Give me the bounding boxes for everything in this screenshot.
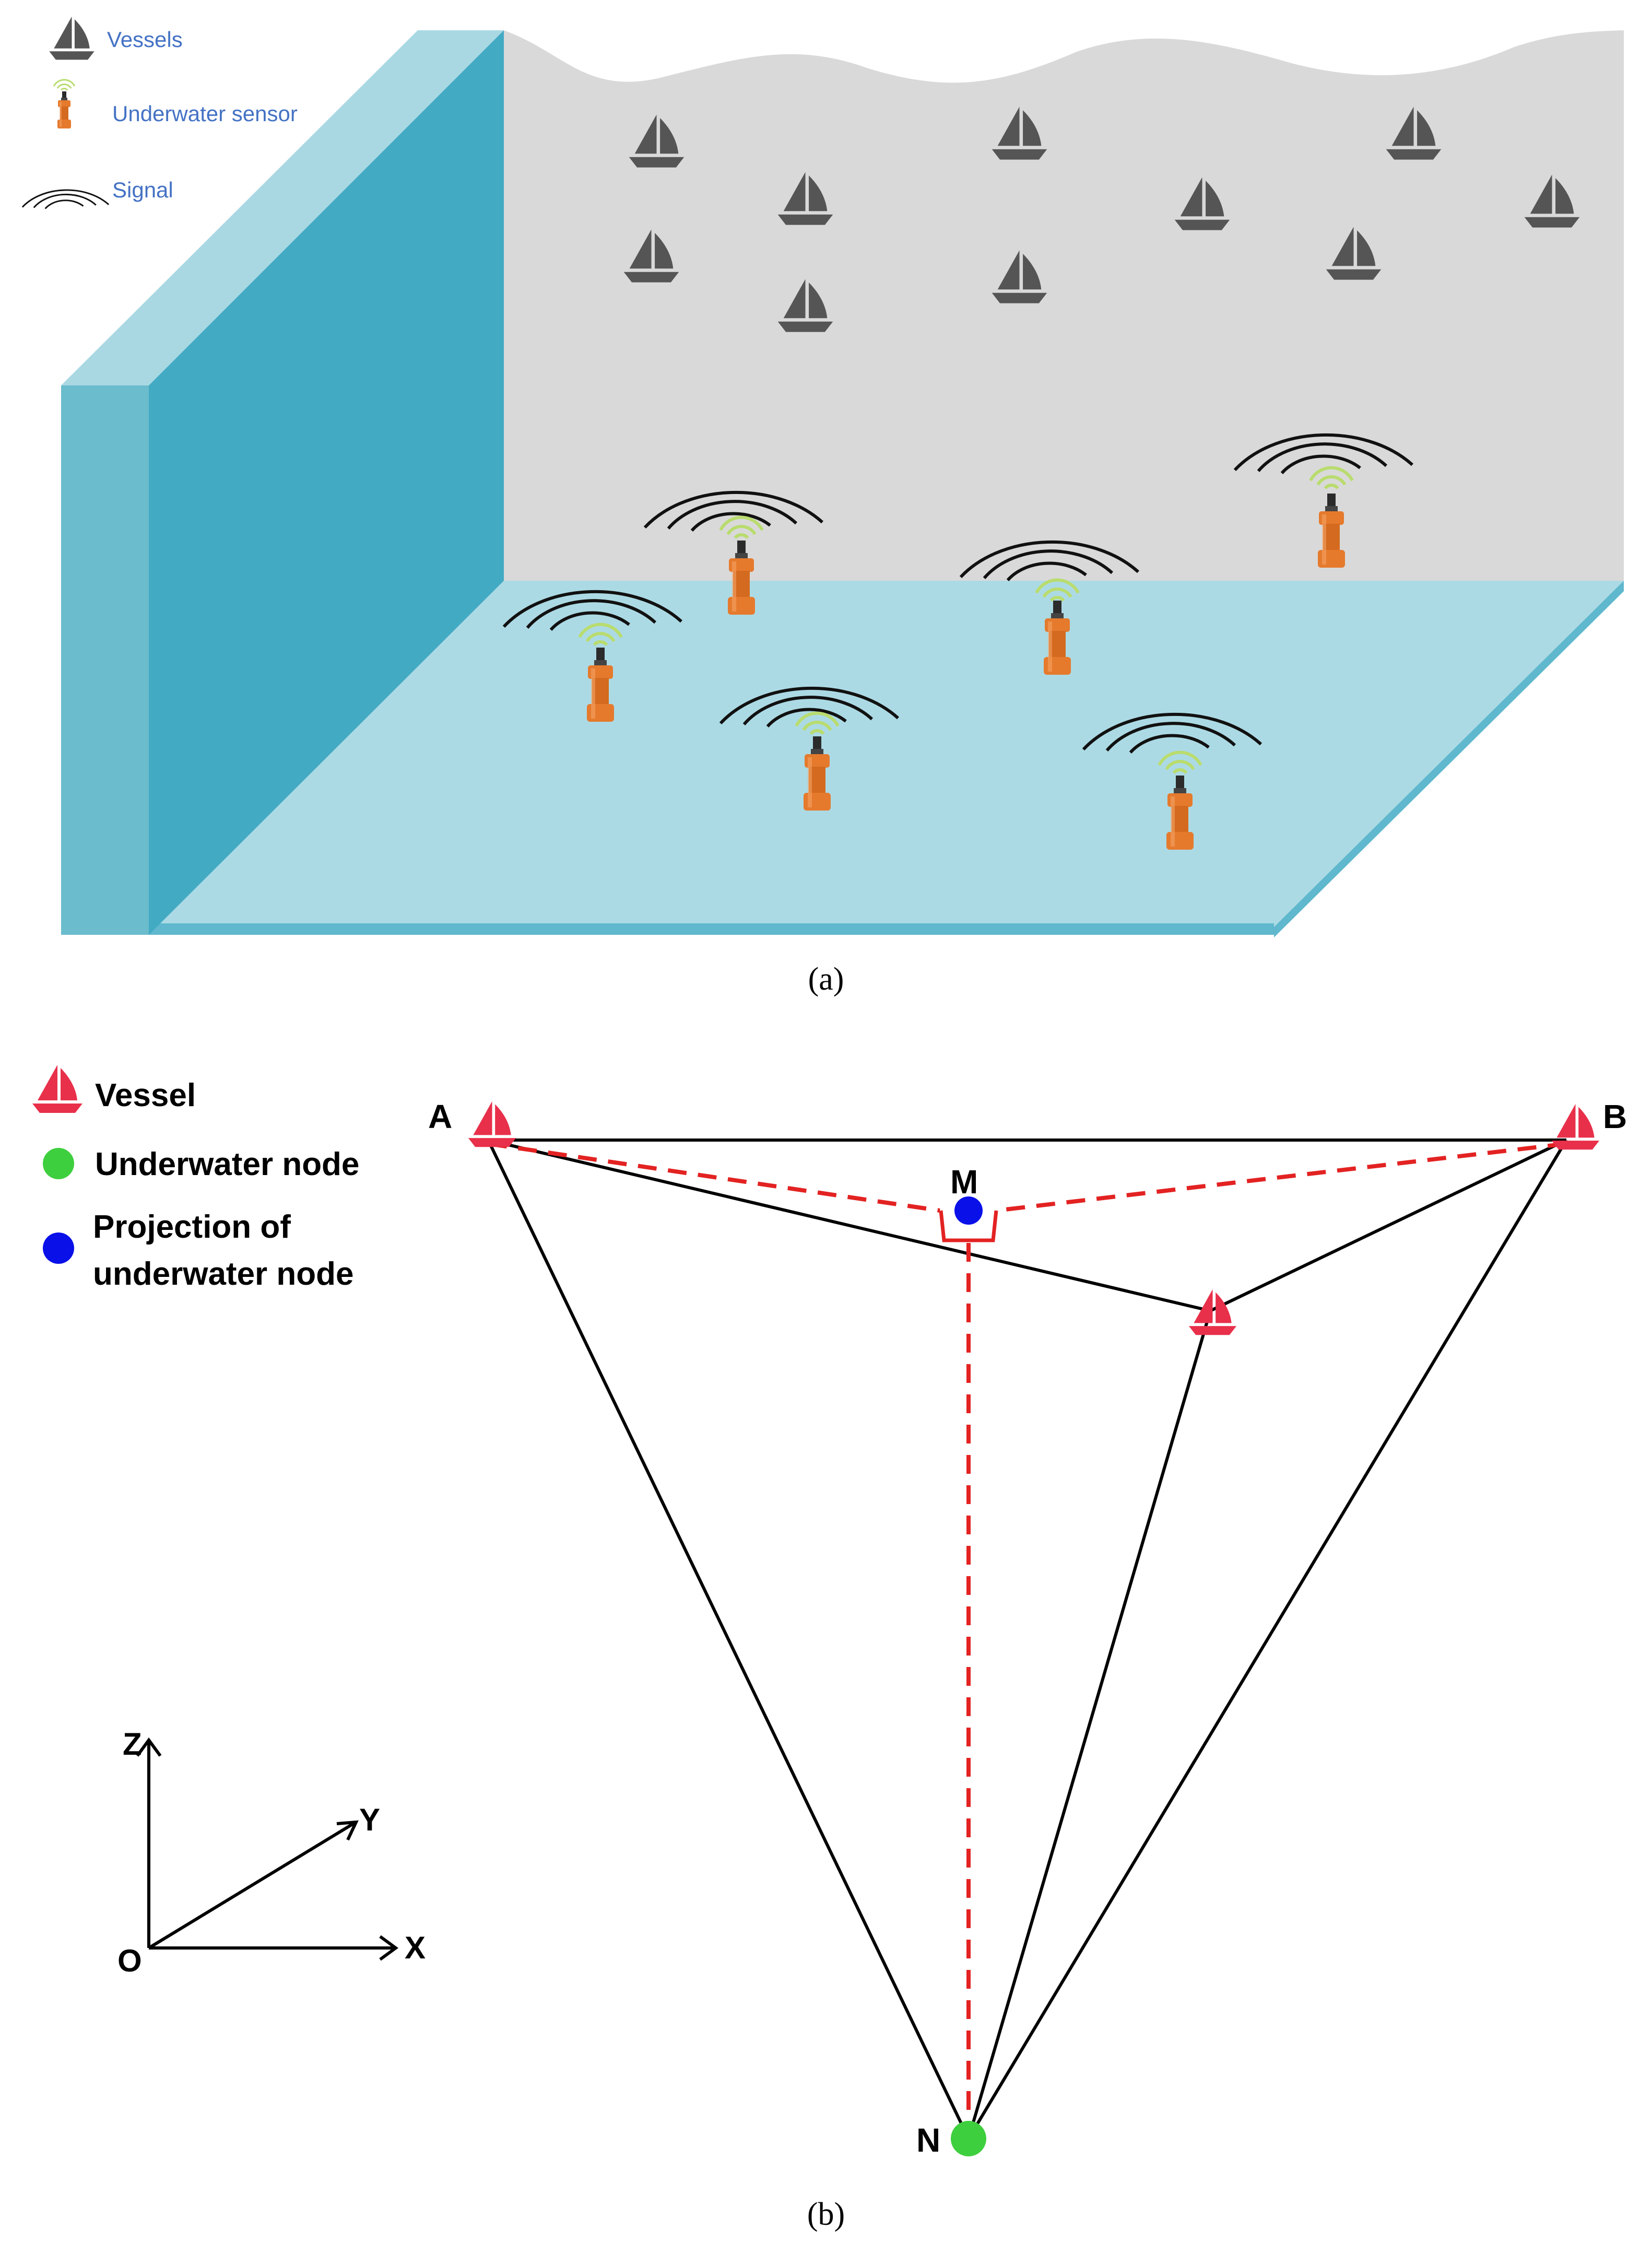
coordinate-axes — [136, 1737, 399, 1961]
legend-vessel-label: Vessel — [95, 1077, 196, 1113]
legend-node-label: Underwater node — [95, 1146, 359, 1182]
vessel-c-icon — [1188, 1289, 1237, 1335]
node-legend-icon — [43, 1148, 74, 1179]
right-angle-left — [939, 1210, 969, 1242]
label-b: B — [1603, 1098, 1627, 1135]
legend-signal-label: Signal — [112, 178, 173, 202]
label-n: N — [916, 2121, 940, 2159]
right-angle-right — [969, 1210, 998, 1242]
line-a-c — [488, 1138, 1211, 1312]
line-a-n — [487, 1139, 970, 2140]
wall-inner-face — [149, 30, 504, 935]
y-arrow-icon — [336, 1820, 359, 1841]
legend-projection-label-1: Projection of — [93, 1209, 291, 1245]
label-a: A — [428, 1098, 452, 1135]
floor-front-edge — [149, 923, 1274, 935]
x-arrow-icon — [379, 1935, 399, 1961]
legend-projection-label-2: underwater node — [93, 1256, 354, 1292]
caption-b: (b) — [807, 2197, 845, 2232]
wifi-legend-icon — [53, 79, 76, 91]
axis-z-label: Z — [123, 1727, 142, 1762]
dash-a-m — [488, 1142, 940, 1213]
axis-x-label: X — [405, 1930, 426, 1965]
label-m: M — [950, 1163, 978, 1201]
sensor-legend-icon — [57, 91, 71, 128]
right-angle-markers — [939, 1210, 998, 1242]
y-axis — [148, 1821, 356, 1950]
dashed-lines — [488, 1142, 1567, 2131]
floor-right-edge — [1274, 581, 1624, 937]
wall-front-face — [61, 385, 149, 935]
line-c-n — [967, 1310, 1212, 2139]
figure-b: A B M N Vessel Underwater node Projectio… — [32, 1065, 1627, 2232]
signal-legend-icon — [21, 189, 110, 210]
legend-a: Vessels Underwater sensor Signal — [21, 16, 298, 210]
floor — [149, 581, 1624, 927]
legend-vessels-label: Vessels — [107, 27, 183, 52]
vessel-legend-icon — [49, 16, 95, 60]
wall-top — [61, 30, 504, 385]
back-wall — [504, 30, 1624, 581]
projection-point-m — [954, 1196, 983, 1225]
line-b-n — [967, 1139, 1568, 2140]
dash-b-m — [996, 1142, 1567, 1213]
projection-legend-icon — [43, 1232, 74, 1264]
solid-lines — [487, 1138, 1568, 2140]
vessel-a-icon — [468, 1101, 516, 1147]
line-c-b — [1209, 1138, 1567, 1312]
legend-b: Vessel Underwater node Projection of und… — [32, 1065, 359, 1292]
axis-origin-label: O — [117, 1943, 142, 1978]
axis-y-label: Y — [359, 1802, 380, 1837]
underwater-node-n — [951, 2121, 986, 2156]
caption-a: (a) — [808, 961, 844, 997]
vessel-b-icon — [1551, 1104, 1600, 1150]
vessel-legend-icon — [32, 1065, 82, 1113]
figure-a: Vessels Underwater sensor Signal (a) — [21, 16, 1624, 997]
legend-sensor-label: Underwater sensor — [112, 101, 298, 126]
z-arrow-icon — [136, 1737, 162, 1757]
